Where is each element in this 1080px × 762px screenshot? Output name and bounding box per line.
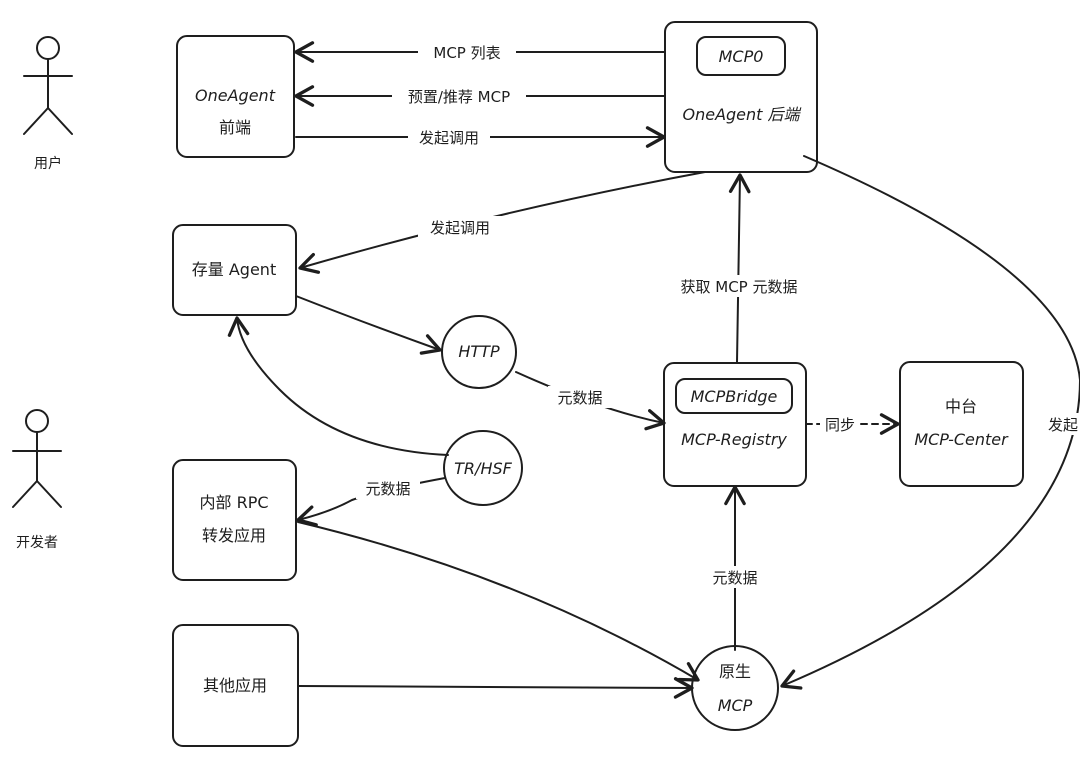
center-label-line2: MCP-Center — [914, 430, 1009, 449]
center-label-line1: 中台 — [945, 397, 977, 416]
label-get-metadata: 获取 MCP 元数据 — [681, 278, 798, 296]
native-label-line2: MCP — [718, 696, 753, 715]
node-oneagent-backend[interactable]: MCP0 OneAgent 后端 — [664, 21, 818, 173]
registry-badge-label: MCPBridge — [691, 387, 778, 406]
registry-label: MCP-Registry — [681, 430, 787, 449]
label-mcp-list: MCP 列表 — [433, 44, 500, 62]
node-internal-rpc[interactable]: 内部 RPC 转发应用 — [172, 459, 297, 581]
label-metadata-native: 元数据 — [712, 569, 757, 587]
edges — [227, 41, 1080, 699]
edge-other-to-native — [297, 677, 694, 699]
node-native-mcp[interactable]: 原生 MCP — [691, 645, 779, 731]
internal-rpc-label-line1: 内部 RPC — [199, 493, 268, 512]
developer-label: 开发者 — [16, 535, 58, 551]
registry-mcpbridge-badge: MCPBridge — [675, 378, 793, 414]
stock-agent-label: 存量 Agent — [192, 260, 276, 279]
native-label-line1: 原生 — [719, 662, 751, 681]
backend-mcp0-badge: MCP0 — [696, 36, 786, 76]
other-apps-label: 其他应用 — [203, 676, 267, 695]
node-mcp-registry[interactable]: MCPBridge MCP-Registry — [663, 362, 807, 487]
backend-badge-label: MCP0 — [719, 47, 764, 66]
label-sync: 同步 — [825, 416, 855, 434]
edge-rpc-to-native — [297, 521, 700, 682]
user-actor: 用户 — [23, 36, 73, 172]
node-other-apps[interactable]: 其他应用 — [172, 624, 299, 747]
http-label: HTTP — [458, 342, 500, 361]
edge-hsf-to-agent — [227, 316, 449, 456]
backend-label: OneAgent 后端 — [682, 105, 801, 124]
label-metadata-hsf: 元数据 — [365, 480, 410, 498]
tr-hsf-label: TR/HSF — [454, 459, 512, 478]
internal-rpc-label-line2: 转发应用 — [202, 526, 266, 545]
developer-stick-figure-icon — [12, 409, 62, 508]
label-initiate-call-top: 发起调用 — [419, 129, 479, 147]
label-metadata-http: 元数据 — [557, 389, 602, 407]
label-initiate-call-agent: 发起调用 — [430, 219, 490, 237]
label-initiate-right: 发起 — [1048, 416, 1078, 434]
frontend-label-line1: OneAgent — [195, 86, 276, 105]
frontend-label-line2: 前端 — [219, 118, 251, 137]
edge-agent-to-http — [295, 295, 442, 355]
node-stock-agent[interactable]: 存量 Agent — [172, 224, 297, 316]
developer-actor: 开发者 — [12, 409, 62, 551]
node-mcp-center[interactable]: 中台 MCP-Center — [899, 361, 1024, 487]
node-tr-hsf[interactable]: TR/HSF — [443, 430, 523, 506]
user-label: 用户 — [34, 155, 62, 172]
edge-get-metadata — [728, 173, 751, 363]
label-preset-recommend: 预置/推荐 MCP — [408, 88, 510, 106]
edge-labels: MCP 列表 预置/推荐 MCP 发起调用 发起调用 获取 MCP 元数据 元数… — [356, 41, 1080, 588]
edge-initiate-call-agent — [298, 171, 706, 274]
node-oneagent-frontend[interactable]: OneAgent 前端 — [176, 35, 295, 158]
node-http[interactable]: HTTP — [441, 315, 517, 389]
user-stick-figure-icon — [23, 36, 73, 135]
